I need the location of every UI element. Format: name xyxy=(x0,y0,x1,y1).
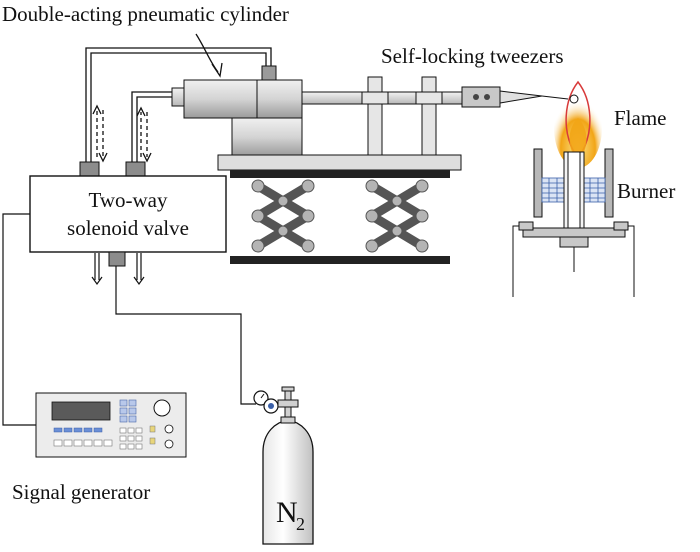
flow-direction-arrows xyxy=(92,104,152,163)
n2-gas-cylinder: N 2 xyxy=(262,416,314,545)
flame xyxy=(554,80,602,168)
solenoid-valve: Two-way solenoid valve xyxy=(29,161,227,286)
self-locking-tweezers xyxy=(461,86,569,108)
signal-wire xyxy=(2,213,36,426)
pressure-regulator xyxy=(253,386,299,420)
flame-label: Flame xyxy=(614,106,667,130)
cylinder-end-cap xyxy=(171,87,185,107)
valve-body xyxy=(29,175,227,253)
cylinder-mount xyxy=(231,117,303,157)
signal-generator-knob xyxy=(153,399,171,417)
cylinder-pointer-arrow-icon xyxy=(195,33,223,78)
burner xyxy=(512,148,635,297)
air-hoses xyxy=(85,47,272,162)
valve-label-line2: solenoid valve xyxy=(67,216,189,240)
lift-platform xyxy=(217,154,462,264)
signal-generator-label: Signal generator xyxy=(12,480,150,504)
sample-droplet xyxy=(569,94,579,104)
signal-generator-display xyxy=(51,401,111,421)
scissor-lift xyxy=(251,179,429,253)
signal-generator xyxy=(35,392,187,458)
burner-label: Burner xyxy=(617,179,675,203)
n2-subscript: 2 xyxy=(296,514,305,534)
pneumatic-cylinder xyxy=(171,65,569,158)
tweezers-label: Self-locking tweezers xyxy=(381,44,564,68)
cylinder-label: Double-acting pneumatic cylinder xyxy=(2,2,289,26)
valve-label-line1: Two-way xyxy=(88,188,168,212)
n2-label: N xyxy=(276,496,298,529)
valve-port-right xyxy=(125,161,146,177)
cylinder-body xyxy=(183,79,303,119)
valve-port-left xyxy=(79,161,100,177)
n2-supply-line xyxy=(115,266,256,405)
cylinder-top-port xyxy=(261,65,277,81)
